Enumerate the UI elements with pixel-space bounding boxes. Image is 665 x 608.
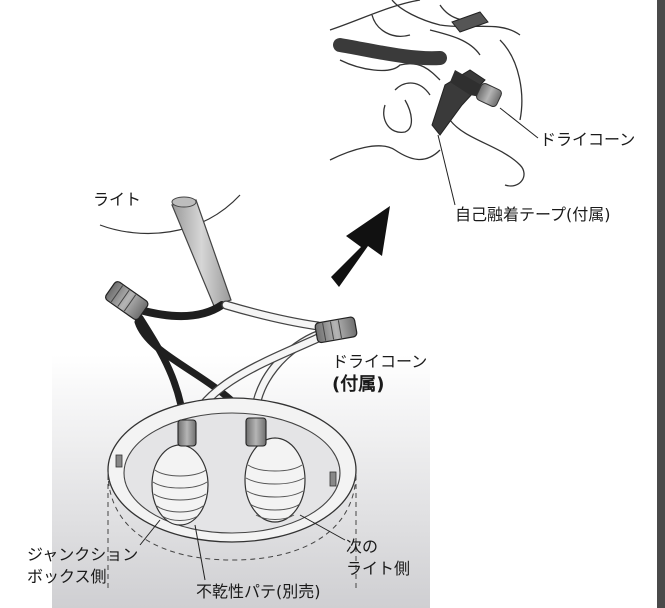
label-dry-cone-top: ドライコーン [540, 130, 636, 149]
leader-line [299, 514, 346, 541]
putty-right [244, 437, 306, 523]
label-light: ライト [93, 190, 142, 209]
hand-outline [371, 14, 411, 37]
leader-line [499, 107, 539, 139]
tape-wrapping-illustration [329, 0, 525, 187]
dry-cone-right [314, 316, 358, 344]
label-dry-cone-mid-included: (付属) [332, 374, 385, 395]
screw-hole [115, 454, 123, 468]
label-putty: 不乾性パテ(別売) [196, 582, 321, 601]
light-outline [99, 194, 241, 234]
junction-box-dashed-wall [107, 471, 357, 561]
label-junction-box-1: ジャンクション [27, 545, 139, 564]
hand-outline [383, 99, 413, 133]
direction-arrow [331, 206, 390, 287]
black-wire [136, 301, 226, 321]
label-next-light-1: 次の [346, 537, 379, 556]
label-tape: 自己融着テープ(付属) [455, 205, 611, 224]
hand-outline [394, 82, 431, 96]
cone-left-in-box [177, 419, 197, 447]
white-wire [222, 301, 322, 330]
putty-left [151, 444, 209, 526]
screw-hole [329, 471, 337, 487]
hand-outline [499, 39, 523, 121]
hand-outline [339, 59, 441, 81]
label-next-light-2: ライト側 [346, 559, 411, 578]
hand-outline [329, 0, 521, 36]
label-dry-cone-mid: ドライコーン [332, 352, 428, 371]
light-cable-end [171, 196, 197, 208]
leader-line [139, 519, 161, 546]
light-cable [171, 199, 232, 307]
hand-outline [449, 119, 525, 187]
page-edge-bar [657, 0, 665, 608]
connector-tip-inset [451, 11, 489, 33]
dry-cone-inset [476, 83, 502, 107]
hand-outline [329, 145, 441, 161]
leader-line [437, 134, 456, 206]
cone-right-in-box [245, 417, 267, 447]
dry-cone-left [105, 281, 149, 321]
label-junction-box-2: ボックス側 [27, 567, 107, 586]
tape-wrapped-wire [333, 38, 447, 66]
leader-line [194, 524, 206, 581]
hand-outline [429, 29, 481, 56]
